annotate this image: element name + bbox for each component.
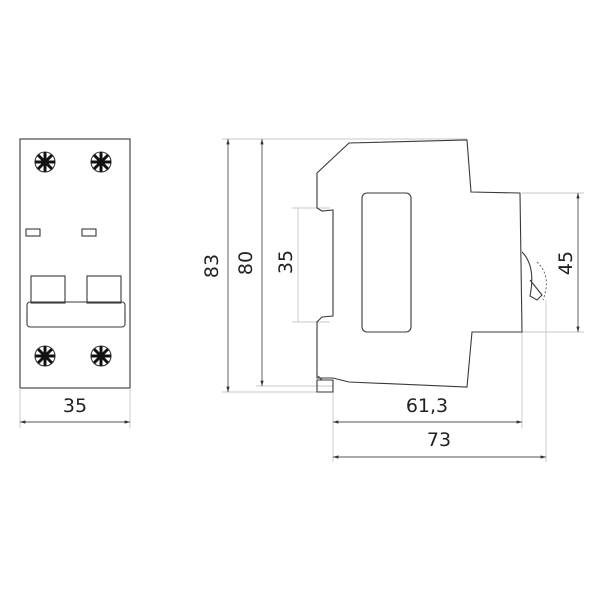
toggle-swing-arc xyxy=(536,261,547,301)
handle-bar xyxy=(26,301,126,328)
handle-pole xyxy=(30,275,66,304)
din-rail-label: 35 xyxy=(275,250,297,274)
status-indicator xyxy=(81,228,97,237)
terminal-screw-icon xyxy=(34,345,56,367)
toggle-lever xyxy=(521,251,543,301)
body-height-label: 80 xyxy=(235,251,257,275)
side-view: 83 80 35 45 61,3 73 xyxy=(201,138,584,462)
side-housing xyxy=(316,139,523,388)
front-housing xyxy=(19,138,131,389)
terminal-screw-icon xyxy=(90,151,112,173)
total-height-label: 83 xyxy=(201,254,223,278)
terminal-screw-icon xyxy=(34,151,56,173)
front-face-label: 45 xyxy=(555,251,577,275)
terminal-screw-icon xyxy=(90,345,112,367)
total-depth-label: 73 xyxy=(427,429,451,451)
front-view: 35 xyxy=(19,138,131,428)
status-indicator xyxy=(25,228,41,237)
label-window xyxy=(361,192,412,333)
handle-pole xyxy=(86,275,122,304)
din-clip xyxy=(316,375,334,393)
width-label: 35 xyxy=(63,395,87,417)
body-depth-label: 61,3 xyxy=(406,395,448,417)
